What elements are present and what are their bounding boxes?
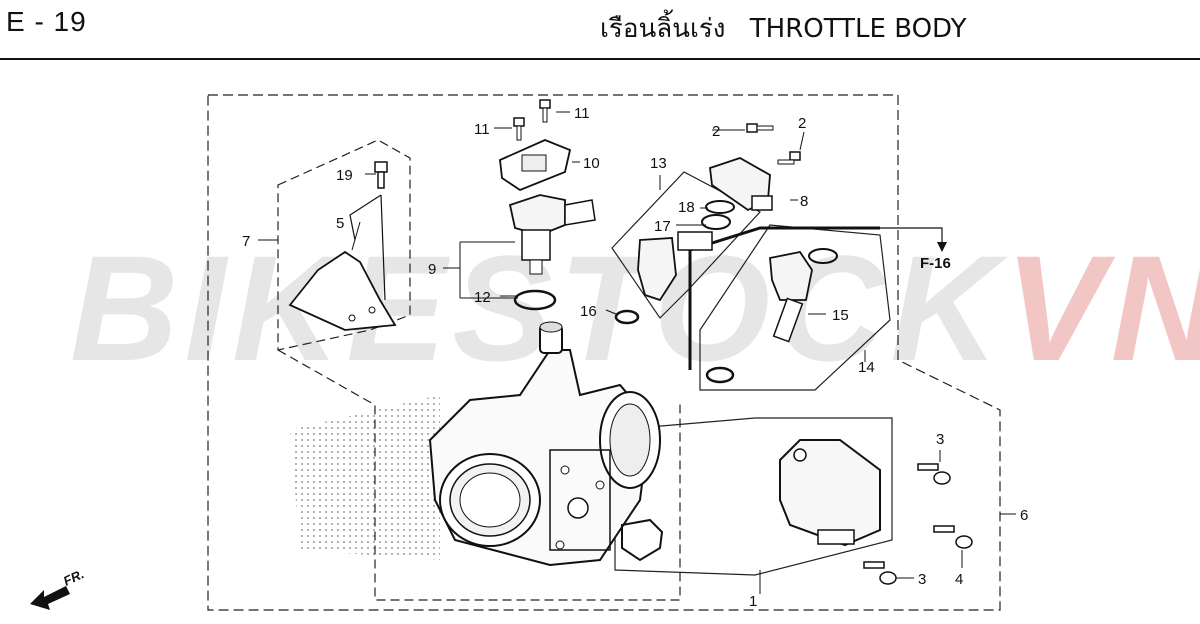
sensor-unit	[779, 439, 881, 547]
page-code: E - 19	[6, 6, 87, 37]
dotted-logo-shading	[290, 395, 440, 560]
callout-11b: 11	[574, 105, 590, 122]
callout-1: 1	[749, 593, 757, 610]
lower-dashed-frame	[277, 349, 681, 601]
front-direction-indicator: FR.	[30, 566, 86, 610]
callout-9: 9	[428, 261, 436, 278]
callout-4: 4	[955, 571, 963, 588]
callout-3b: 3	[918, 571, 926, 588]
screw-11a	[539, 99, 551, 109]
o-ring-18	[705, 200, 735, 214]
title-thai: เรือนลิ้นเร่ง	[600, 14, 726, 44]
screw-3b	[863, 561, 897, 585]
tps-sensor	[508, 194, 596, 275]
callout-17: 17	[654, 218, 671, 235]
o-ring-16	[614, 309, 640, 325]
front-direction-label: FR.	[61, 566, 86, 588]
title-english: THROTTLE BODY	[749, 14, 967, 44]
watermark-part2: VN	[1005, 224, 1200, 392]
o-ring-12	[513, 289, 557, 311]
reference-arrow	[937, 242, 947, 252]
callout-5: 5	[336, 215, 344, 232]
callout-labels: 1 2 2 3 3 4 5 6 7 8 9 10 11 11 12 13 14 …	[242, 105, 1028, 610]
o-ring-upper	[808, 248, 838, 264]
injector-15	[769, 250, 813, 343]
reference-label: F-16	[920, 255, 951, 272]
injector-assy-frame	[699, 224, 891, 391]
sensor-group-frame	[614, 417, 893, 576]
callout-10: 10	[583, 155, 600, 172]
screw-11b	[513, 117, 525, 127]
o-ring-lower	[705, 366, 735, 384]
pipe-line	[688, 226, 880, 370]
callout-7: 7	[242, 233, 250, 250]
callout-3a: 3	[936, 431, 944, 448]
seal-17	[701, 214, 731, 230]
callout-15: 15	[832, 307, 849, 324]
callout-2a: 2	[712, 123, 720, 140]
gasket-seal	[621, 518, 664, 562]
callout-13: 13	[650, 155, 667, 172]
main-frame-dashed	[207, 94, 1001, 611]
bolt-2a	[746, 123, 758, 133]
callout-11a: 11	[474, 121, 490, 138]
callout-19: 19	[336, 167, 353, 184]
watermark: BIKESTOCKVN	[70, 224, 1200, 392]
screw-3a	[917, 463, 951, 485]
callout-14: 14	[858, 359, 875, 376]
callout-12: 12	[474, 289, 491, 306]
front-arrow-icon	[30, 586, 70, 610]
throttle-body	[428, 321, 661, 567]
leader-lines	[258, 111, 1016, 594]
callout-2b: 2	[798, 115, 806, 132]
page-title: เรือนลิ้นเร่ง THROTTLE BODY	[600, 8, 967, 49]
callout-16: 16	[580, 303, 597, 320]
bolt-19	[374, 161, 388, 189]
injector-group-frame	[611, 171, 761, 319]
callout-18: 18	[678, 199, 695, 216]
header-rule	[0, 58, 1200, 60]
injector	[637, 231, 713, 302]
callout-8: 8	[800, 193, 808, 210]
screw-4	[933, 525, 973, 549]
callout-6: 6	[1020, 507, 1028, 524]
bolt-2b	[789, 151, 801, 161]
